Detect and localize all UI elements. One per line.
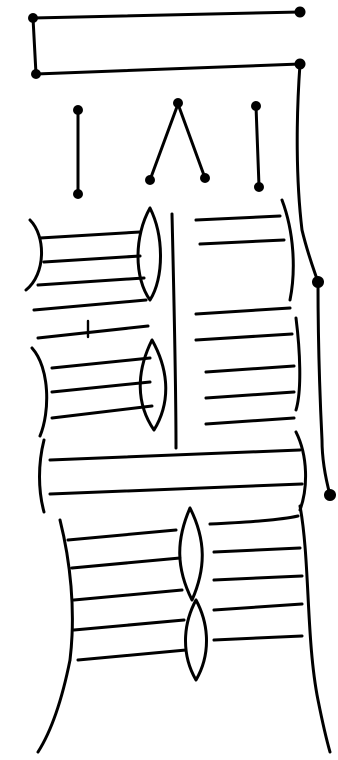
right-edge-line	[297, 64, 336, 501]
middle-band	[40, 432, 306, 512]
right-edge-dot-upper	[312, 276, 324, 288]
upper-left-block	[26, 220, 152, 436]
center-column-upper	[138, 208, 176, 448]
top-bar-dot-tr	[295, 7, 306, 18]
upper-right-block	[196, 200, 300, 424]
top-bar-dot-tl	[28, 13, 38, 23]
stick-mark-left	[73, 105, 83, 199]
top-bar-dot-bl	[31, 69, 41, 79]
right-edge-dot-lower	[324, 489, 336, 501]
stick-mark-right	[251, 101, 264, 192]
top-bar	[28, 7, 306, 80]
stick-mark-chevron	[145, 98, 210, 185]
lower-section	[38, 506, 330, 752]
